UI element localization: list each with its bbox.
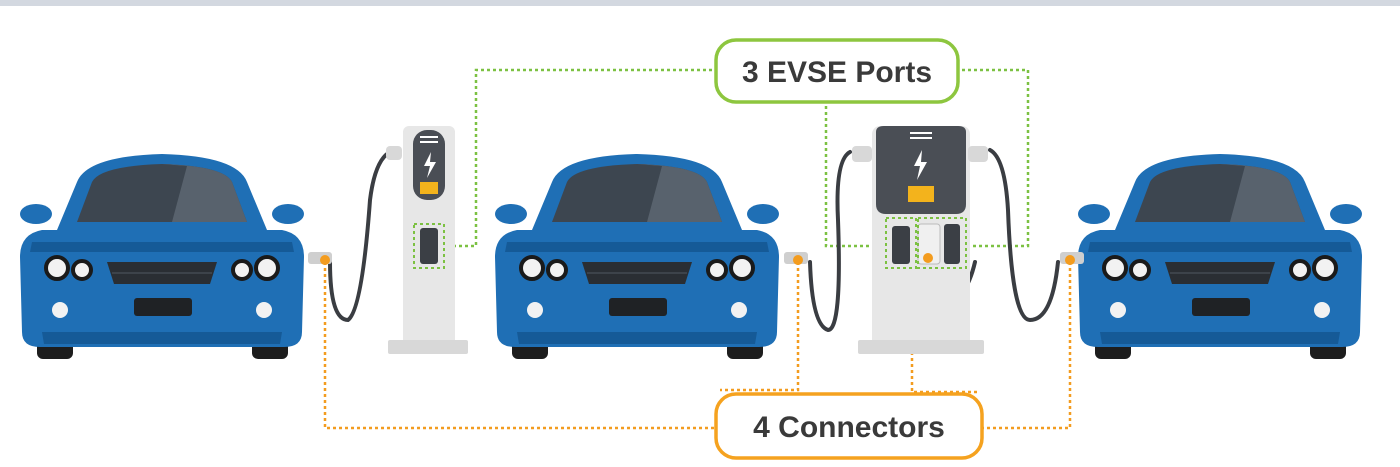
car-1 (18, 152, 306, 361)
evse-port-1 (413, 223, 445, 269)
car-2 (493, 152, 781, 361)
connector-dot-3 (923, 253, 933, 263)
evse-line-3 (962, 68, 1030, 248)
connector-line-1 (323, 262, 720, 430)
evse-lines (441, 68, 1030, 248)
evse-port-3 (917, 217, 967, 269)
evse-ports-callout: 3 EVSE Ports (714, 38, 960, 104)
car-3 (1076, 152, 1364, 361)
evse-port-2 (885, 217, 917, 269)
connector-dots (320, 253, 1075, 265)
connector-line-2 (720, 262, 800, 392)
single-port-charger (386, 126, 468, 354)
top-band (0, 0, 1400, 6)
connector-dot-4 (1065, 255, 1075, 265)
dual-port-charger (852, 126, 988, 354)
connectors-callout: 4 Connectors (714, 392, 984, 460)
evse-ports-label: 3 EVSE Ports (742, 56, 932, 89)
evse-line-2 (824, 100, 888, 248)
evse-line-1 (441, 68, 718, 248)
connector-dot-2 (793, 255, 803, 265)
connector-line-4 (978, 262, 1072, 430)
connector-dot-1 (320, 255, 330, 265)
connectors-label: 4 Connectors (753, 411, 945, 444)
